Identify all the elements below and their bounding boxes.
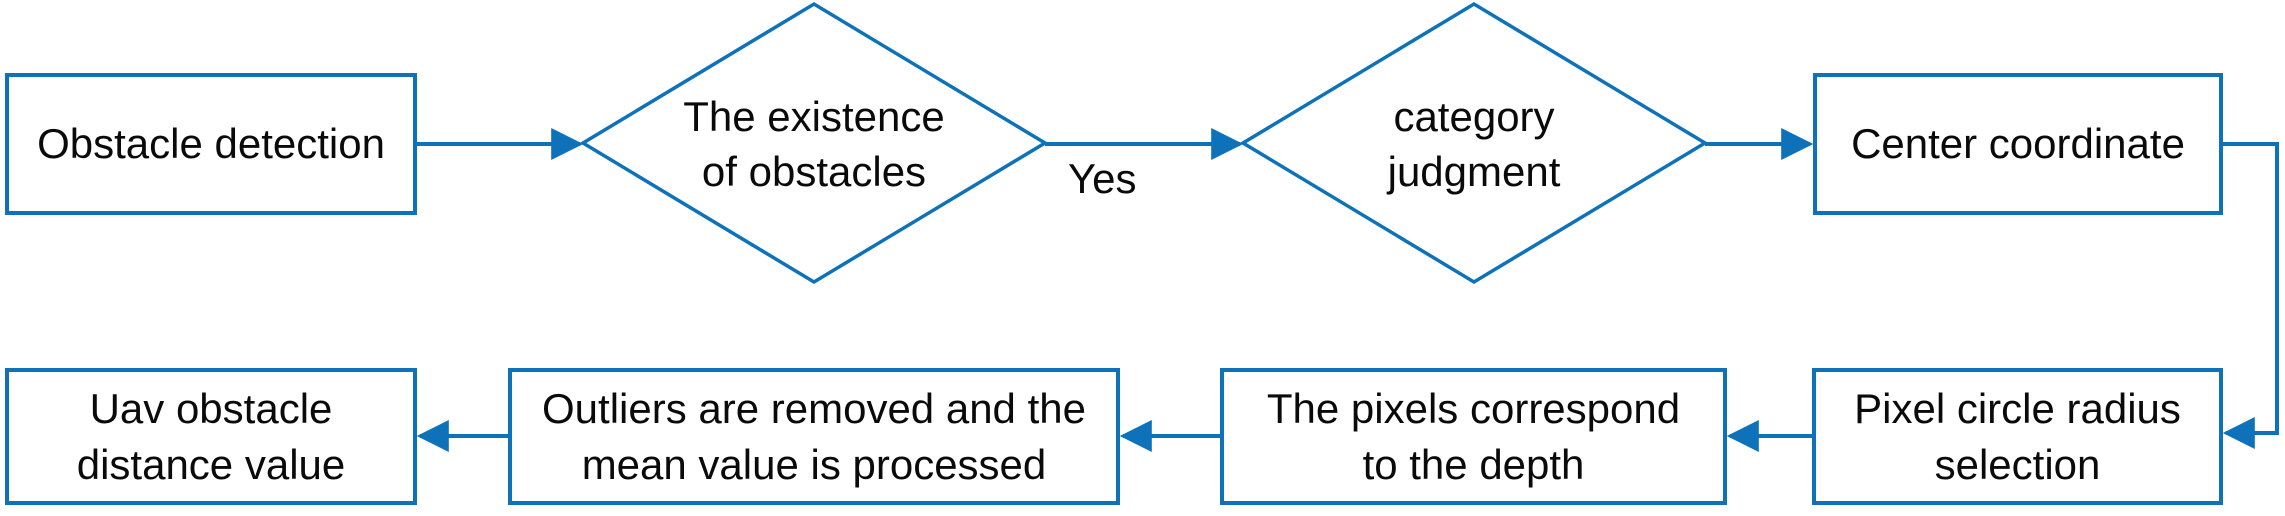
process-pixel-circle-radius-selection: Pixel circle radius selection [1812, 368, 2223, 505]
process-outliers-removed-mean-label: Outliers are removed and the mean value … [542, 385, 1086, 488]
process-uav-obstacle-distance: Uav obstacle distance value [5, 368, 417, 505]
process-center-coordinate: Center coordinate [1813, 73, 2223, 215]
arrow-center-coordinate-to-pixel-radius [2222, 142, 2279, 449]
process-pixels-correspond-depth-label: The pixels correspond to the depth [1266, 385, 1681, 488]
process-obstacle-detection-label: Obstacle detection [37, 120, 385, 168]
process-obstacle-detection: Obstacle detection [5, 73, 417, 215]
process-pixels-correspond-depth: The pixels correspond to the depth [1220, 368, 1727, 505]
edge-label-yes: Yes [1068, 155, 1137, 202]
decision-existence-of-obstacles-shape [579, 1, 1049, 285]
process-outliers-removed-mean: Outliers are removed and the mean value … [508, 368, 1120, 505]
process-center-coordinate-label: Center coordinate [1851, 120, 2185, 168]
process-uav-obstacle-distance-label: Uav obstacle distance value [76, 385, 346, 488]
process-pixel-circle-radius-selection-label: Pixel circle radius selection [1854, 385, 2181, 488]
decision-category-judgment-shape [1239, 1, 1709, 285]
